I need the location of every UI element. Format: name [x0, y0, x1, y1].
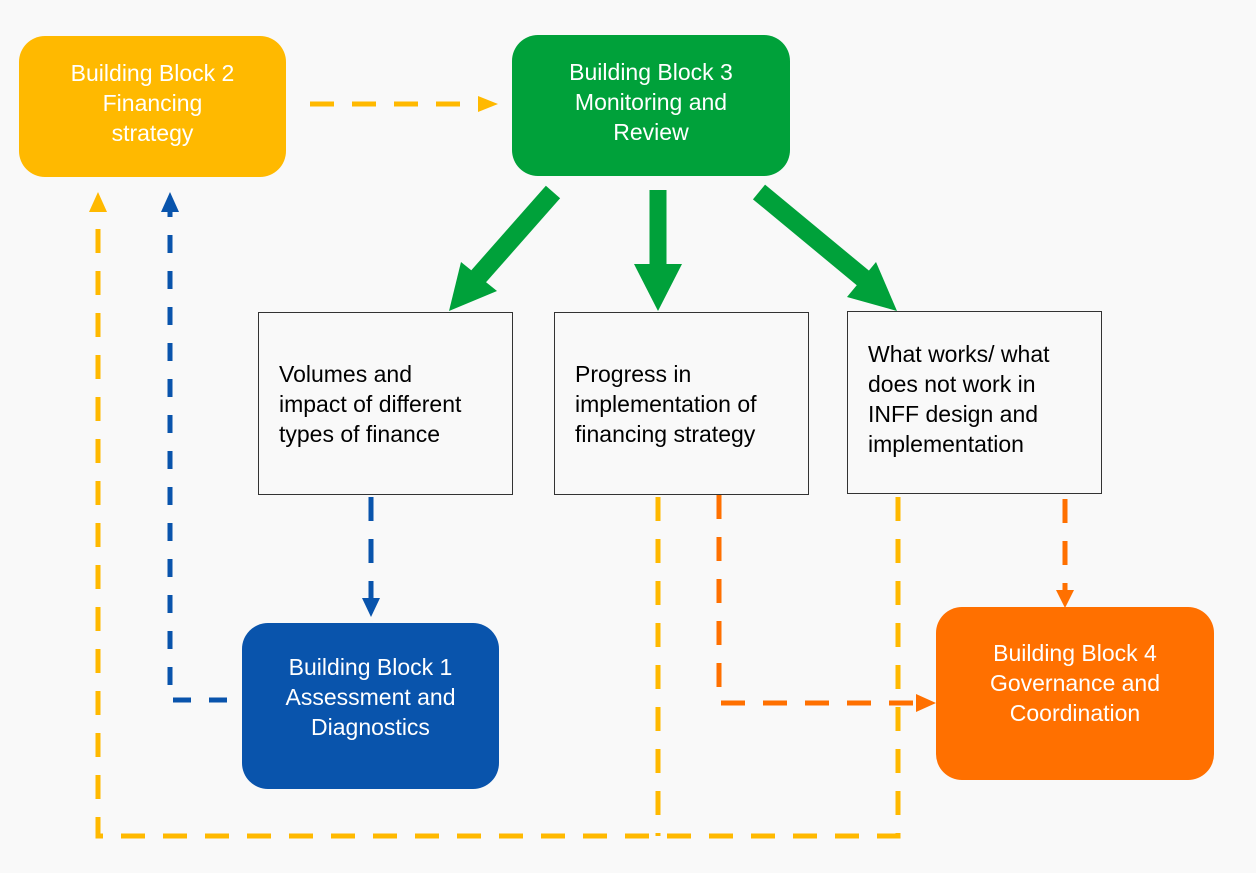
arrow-bb3-to-outcome-3	[752, 184, 897, 311]
building-block-3: Building Block 3 Monitoring and Review	[512, 35, 790, 176]
outcome-box-1: Volumes and impact of different types of…	[258, 312, 513, 495]
bb1-subtitle-line-2: Diagnostics	[311, 714, 430, 740]
bb1-subtitle-line-1: Assessment and	[285, 684, 456, 710]
bb2-subtitle-line-2: strategy	[111, 119, 194, 146]
bb3-subtitle-line-1: Monitoring and	[574, 88, 728, 115]
outcome-box-3: What works/ what does not work in INFF d…	[847, 311, 1102, 494]
outcome-1-line-3: types of finance	[279, 420, 441, 447]
bb1-title: Building Block 1	[288, 654, 453, 680]
bb2-subtitle-line-1: Financing	[102, 89, 203, 116]
outcome-3-line-2: does not work in	[868, 370, 1036, 397]
connector-bb2-to-bb3	[310, 96, 498, 112]
connector-outcome-2-to-bb4	[716, 495, 936, 712]
building-block-1: Building Block 1 Assessment and Diagnost…	[242, 623, 499, 789]
connector-outcome-3-to-bb4	[1056, 499, 1074, 608]
outcome-3-line-3: INFF design and	[868, 400, 1039, 427]
connector-outcome-1-to-bb1	[362, 497, 380, 617]
arrow-bb3-to-outcome-1	[449, 185, 561, 311]
outcome-box-2: Progress in implementation of financing …	[554, 312, 809, 495]
bb4-title: Building Block 4	[993, 639, 1157, 666]
bb3-subtitle-line-2: Review	[613, 118, 689, 145]
outcome-2-line-1: Progress in	[575, 360, 692, 387]
outcome-3-line-4: implementation	[868, 430, 1024, 457]
outcome-3-line-1: What works/ what	[868, 340, 1050, 367]
outcome-2-line-3: financing strategy	[575, 420, 756, 447]
building-block-4: Building Block 4 Governance and Coordina…	[936, 607, 1214, 780]
outcome-1-line-2: impact of different	[279, 390, 462, 417]
bb4-subtitle-line-2: Coordination	[1009, 699, 1141, 726]
bb2-title: Building Block 2	[70, 59, 235, 86]
connector-bb1-to-bb2	[161, 192, 227, 703]
connector-outcomes-to-bb2	[89, 192, 901, 839]
building-block-2: Building Block 2 Financing strategy	[19, 36, 286, 177]
bb4-subtitle-line-1: Governance and	[989, 669, 1161, 696]
outcome-1-line-1: Volumes and	[279, 360, 412, 387]
outcome-2-line-2: implementation of	[575, 390, 757, 417]
arrow-bb3-to-outcome-2	[634, 190, 682, 311]
bb3-title: Building Block 3	[569, 58, 733, 85]
